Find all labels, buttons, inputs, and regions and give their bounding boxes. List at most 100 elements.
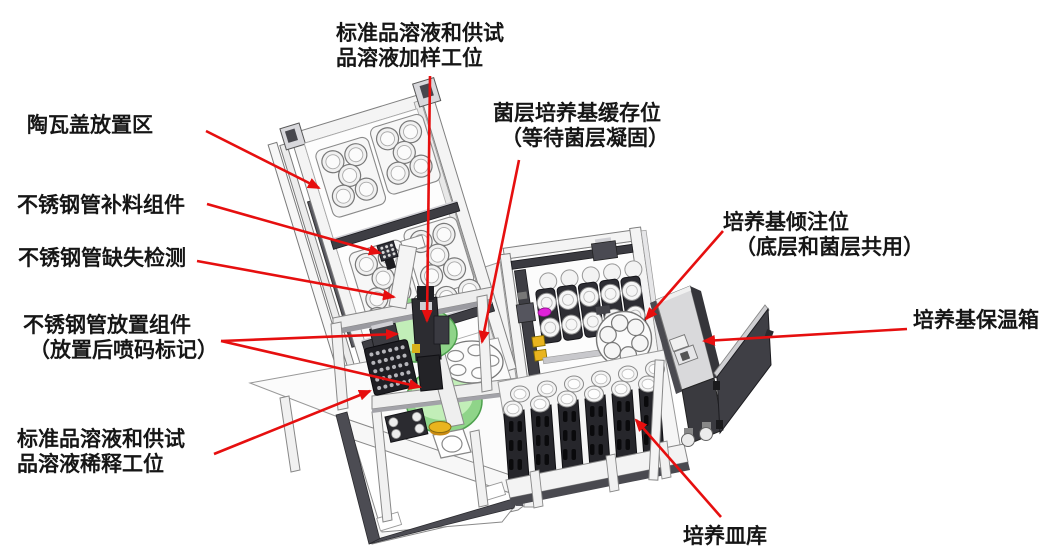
tube-rack-hole xyxy=(393,373,398,378)
carousel-hole xyxy=(599,325,617,344)
petri-dish-rim xyxy=(586,315,599,328)
label-dilution-station: 标准品溶液和供试 品溶液稀释工位 xyxy=(17,427,185,477)
tube-rack-hole xyxy=(406,370,411,375)
label-line: 不锈钢管放置组件 xyxy=(23,314,191,337)
library-slot xyxy=(571,430,576,441)
petri-dish-rim xyxy=(621,368,635,380)
vial-module xyxy=(384,407,429,443)
door-hinge xyxy=(713,381,720,390)
petri-dish xyxy=(621,280,642,301)
library-slot xyxy=(598,425,603,436)
refill-block-hole xyxy=(382,255,386,259)
tube-rack-hole xyxy=(371,360,376,365)
leader-buffer-position xyxy=(478,159,521,344)
tube-rack-hole xyxy=(394,346,399,351)
table-leg xyxy=(469,429,489,508)
media-bottle-cap xyxy=(436,226,452,242)
leader-dilution-station xyxy=(213,389,372,456)
library-slot xyxy=(598,406,603,417)
label-line: 标准品溶液和供试 xyxy=(17,428,185,451)
library-slot xyxy=(517,440,522,451)
media-bottle-cap xyxy=(430,247,446,263)
label-line: 培养基倾注位 xyxy=(723,211,849,234)
library-slot xyxy=(563,430,568,441)
incubator-door-edge xyxy=(713,304,770,379)
library-slot xyxy=(509,459,514,470)
refill-block-hole xyxy=(387,253,391,257)
library-slot xyxy=(544,416,549,427)
incubator-latch xyxy=(668,334,690,352)
petri-dish-rim xyxy=(583,290,596,303)
robot-block xyxy=(417,286,434,300)
caster-wheel xyxy=(681,433,695,447)
tube-rack-hole xyxy=(381,349,386,354)
carousel-hole xyxy=(610,314,629,332)
library-slot xyxy=(625,420,630,431)
label-incubator-box: 培养基保温箱 xyxy=(913,308,1039,333)
library-slot xyxy=(544,454,549,465)
tube-rack-hole xyxy=(398,363,403,368)
library-slot xyxy=(625,401,630,412)
library-slot xyxy=(517,459,522,470)
library-slot xyxy=(544,435,549,446)
petri-dish-rim xyxy=(594,373,608,385)
petri-dish-rim xyxy=(506,403,520,415)
label-line: （等待菌层凝固） xyxy=(501,127,669,150)
label-tube-placement: 不锈钢管放置组件 （放置后喷码标记） xyxy=(23,313,218,363)
petri-dish-rim xyxy=(513,388,527,400)
refill-block-hole xyxy=(381,250,385,254)
label-sampling-station: 标准品溶液和供试 品溶液加样工位 xyxy=(336,21,504,71)
carousel-bracket xyxy=(595,305,611,315)
label-ceramic-cover-area: 陶瓦盖放置区 xyxy=(27,113,153,138)
library-slot xyxy=(563,411,568,422)
table-leg xyxy=(529,469,544,509)
petri-dish-rim xyxy=(567,378,581,390)
library-slot xyxy=(617,401,622,412)
incubator-latch-detail xyxy=(679,350,691,362)
library-slot xyxy=(644,434,649,445)
petri-dish-rim xyxy=(625,284,638,297)
vial xyxy=(388,417,399,428)
label-line: 培养皿库 xyxy=(683,525,767,548)
library-slot xyxy=(644,415,649,426)
library-column xyxy=(611,389,638,464)
petri-dish xyxy=(582,311,603,332)
media-bottle-cap xyxy=(325,154,341,170)
library-slot xyxy=(590,425,595,436)
leader-tube-placement-b xyxy=(220,339,422,390)
library-slot xyxy=(571,411,576,422)
incubator-front xyxy=(681,377,724,444)
petri-dish-rim xyxy=(562,293,574,306)
leader-tube-placement-a xyxy=(220,328,399,343)
yellow-part xyxy=(531,335,546,348)
vial xyxy=(391,429,401,439)
caster-mount xyxy=(684,428,693,436)
tube-rack-hole xyxy=(377,359,382,364)
library-slot xyxy=(590,406,595,417)
library-slot xyxy=(563,449,568,460)
leader-incubator xyxy=(702,327,908,346)
library-slot xyxy=(590,444,595,455)
dish-back-row xyxy=(539,260,643,291)
tube-rack-hole xyxy=(390,356,395,361)
frame-post xyxy=(648,359,665,481)
petri-dish xyxy=(557,289,578,310)
table-leg xyxy=(279,395,301,473)
vial xyxy=(411,411,422,422)
tube-rack-hole xyxy=(389,383,394,388)
incubator-door xyxy=(716,307,772,435)
leader-sampling-station xyxy=(421,75,433,323)
carousel-hole xyxy=(631,334,649,353)
tube-rack-hole xyxy=(373,369,378,374)
library-slot xyxy=(536,435,541,446)
library-slot xyxy=(509,440,514,451)
petri-dish-rim xyxy=(587,388,601,400)
library-slot xyxy=(617,420,622,431)
magenta-part xyxy=(537,307,552,317)
tube-rack-hole xyxy=(379,367,384,372)
label-line: （放置后喷码标记） xyxy=(29,339,218,362)
caster-mount xyxy=(702,422,711,430)
media-bottle-cap xyxy=(358,256,374,272)
pipetting-robot xyxy=(411,286,450,392)
